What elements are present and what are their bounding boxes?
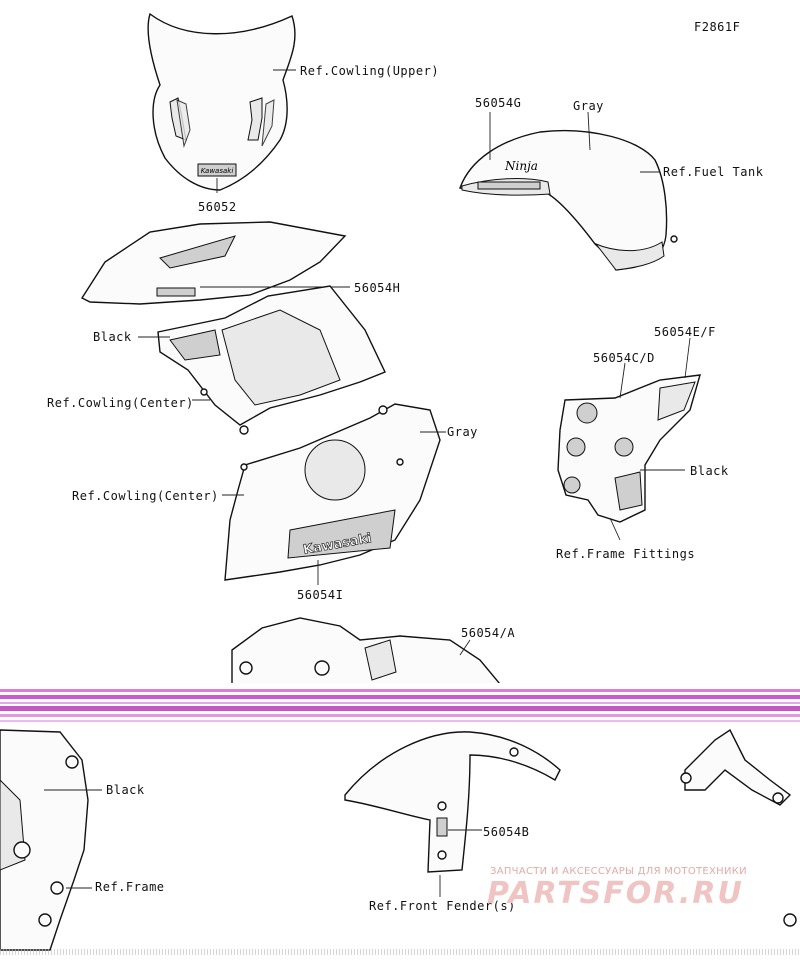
label-black-fittings: Black <box>690 464 729 478</box>
main-frame-part <box>231 617 502 685</box>
watermark-tagline: ЗАПЧАСТИ И АКСЕССУАРЫ ДЛЯ МОТОТЕХНИКИ <box>490 866 747 877</box>
figure-code: F2861F <box>694 20 741 34</box>
front-fender-part <box>344 731 561 897</box>
label-56054b: 56054B <box>483 825 530 839</box>
label-56054cd: 56054C/D <box>593 351 655 365</box>
label-56054i: 56054I <box>297 588 344 602</box>
side-cowl-decal <box>156 287 196 297</box>
label-gray-lower: Gray <box>447 425 478 439</box>
label-ref-cowling-center-2: Ref.Cowling(Center) <box>72 489 219 503</box>
label-56054g: 56054G <box>475 96 522 110</box>
label-ref-cowling-center-1: Ref.Cowling(Center) <box>47 396 194 410</box>
upper-kawasaki-text: Kawasaki <box>201 167 234 175</box>
label-56054h: 56054H <box>354 281 401 295</box>
frame-lower-left-part <box>0 729 102 951</box>
upper-kawasaki-decal <box>197 163 237 177</box>
label-ref-fuel-tank: Ref.Fuel Tank <box>663 165 764 179</box>
label-56054ef: 56054E/F <box>654 325 716 339</box>
label-ref-front-fender: Ref.Front Fender(s) <box>369 899 516 913</box>
fuel-tank-part: Ninja <box>459 111 678 271</box>
tank-ninja-logo: Ninja <box>504 159 538 173</box>
label-56052: 56052 <box>198 200 237 214</box>
watermark-brand: PARTSFOR.RU <box>487 876 744 911</box>
tank-decal-strip <box>477 181 541 190</box>
label-ref-frame-fittings: Ref.Frame Fittings <box>556 547 696 561</box>
label-56054a: 56054/A <box>461 626 516 640</box>
upper-cowling-part: Kawasaki <box>147 12 296 193</box>
side-cowling-upper-part <box>80 221 350 305</box>
scan-glitch-band <box>0 683 800 727</box>
label-black-frame: Black <box>106 783 145 797</box>
bottom-scan-noise <box>0 949 800 955</box>
lower-cowling-part: Kawasaki <box>222 403 446 585</box>
label-gray-tank: Gray <box>573 99 604 113</box>
right-bracket-part <box>680 728 797 927</box>
frame-fittings-part <box>557 337 701 541</box>
center-cowling-part <box>138 285 386 435</box>
fender-decal <box>436 817 448 837</box>
label-ref-cowling-upper: Ref.Cowling(Upper) <box>300 64 440 78</box>
label-ref-frame: Ref.Frame <box>95 880 165 894</box>
label-black-cowl: Black <box>93 330 132 344</box>
